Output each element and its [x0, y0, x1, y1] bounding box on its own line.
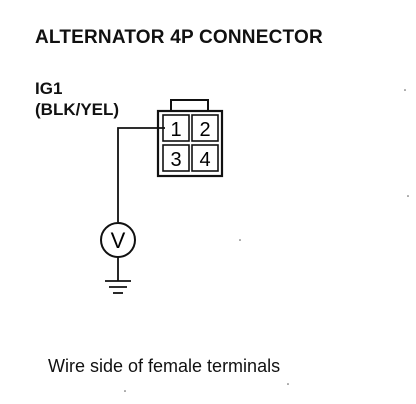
voltmeter-symbol: V: [111, 228, 126, 253]
terminal-cavity-3: [162, 144, 190, 172]
wire-color-label: (BLK/YEL): [35, 100, 120, 119]
print-specks: [124, 89, 409, 392]
terminal-cavity-4: [191, 144, 219, 172]
wire-label: IG1 (BLK/YEL): [35, 78, 119, 120]
terminal-number-4: 4: [199, 149, 210, 171]
ground-icon: [105, 280, 131, 294]
test-lead-wire: [117, 127, 165, 222]
terminal-number-2: 2: [199, 119, 210, 141]
connector-body: [156, 109, 224, 178]
diagram-title: ALTERNATOR 4P CONNECTOR: [35, 27, 323, 48]
wire-circuit-label: IG1: [35, 79, 63, 98]
connector-latch: [170, 99, 209, 111]
terminal-number-3: 3: [170, 149, 181, 171]
terminal-number-1: 1: [170, 119, 181, 141]
terminal-cavity-2: [191, 114, 219, 142]
diagram-caption: Wire side of female terminals: [48, 356, 281, 376]
